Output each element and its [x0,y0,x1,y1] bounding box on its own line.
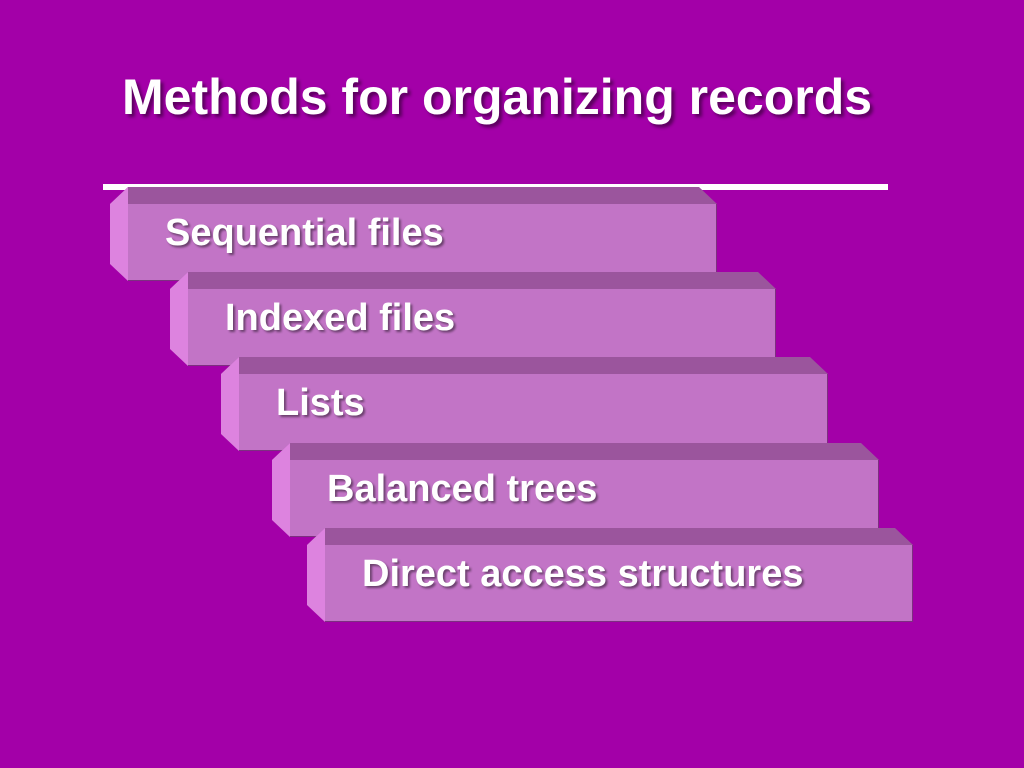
slide-title: Methods for organizing records [122,69,873,125]
step-side-face [110,187,128,281]
step-balanced-trees: Balanced trees [272,443,879,537]
step-top-face [170,272,776,289]
step-top-face [272,443,879,460]
step-top-face [307,528,913,545]
step-label: Balanced trees [327,468,598,510]
step-side-face [221,357,239,451]
step-side-face [307,528,325,622]
step-lists: Lists [221,357,828,451]
step-front-face [188,289,776,366]
step-front-face [128,204,717,281]
step-top-face [221,357,828,374]
step-front-face [325,545,913,622]
step-label: Lists [276,382,365,424]
step-label: Indexed files [225,297,456,339]
step-front-face [290,460,879,537]
step-label: Direct access structures [362,553,804,595]
step-indexed-files: Indexed files [170,272,776,366]
step-label: Sequential files [165,212,444,254]
step-top-face [110,187,717,204]
step-side-face [170,272,188,366]
step-sequential-files: Sequential files [110,187,717,281]
step-side-face [272,443,290,537]
step-direct-access-structures: Direct access structures [307,528,913,622]
